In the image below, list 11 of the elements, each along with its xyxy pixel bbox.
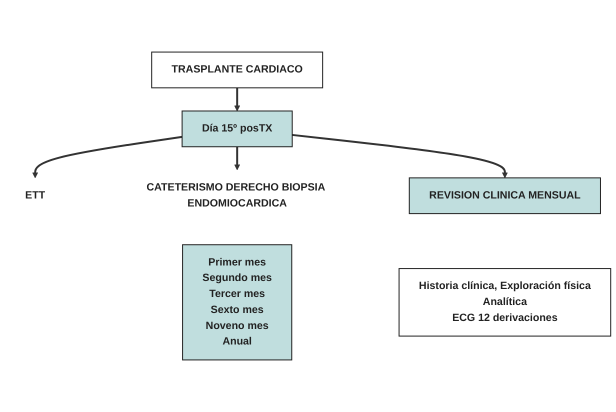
node-text: CATETERISMO DERECHO BIOPSIA ENDOMIOCARDICA (146, 182, 325, 209)
arrow (32, 136, 182, 178)
arrow (234, 146, 240, 170)
arrow (234, 88, 240, 112)
arrow (292, 134, 508, 178)
node-text: ETT (25, 190, 46, 202)
node-box: REVISION CLINICA MENSUAL (408, 177, 601, 214)
node-box: TRASPLANTE CARDIACO (151, 52, 324, 88)
node-box: Historia clínica, Exploración física Analítica ECG 12 derivaciones (398, 268, 612, 337)
node-box: Primer mes Segundo mes Tercer mes Sexto mes Noveno mes Anual (182, 244, 292, 360)
node-box: Día 15º posTX (182, 110, 293, 148)
